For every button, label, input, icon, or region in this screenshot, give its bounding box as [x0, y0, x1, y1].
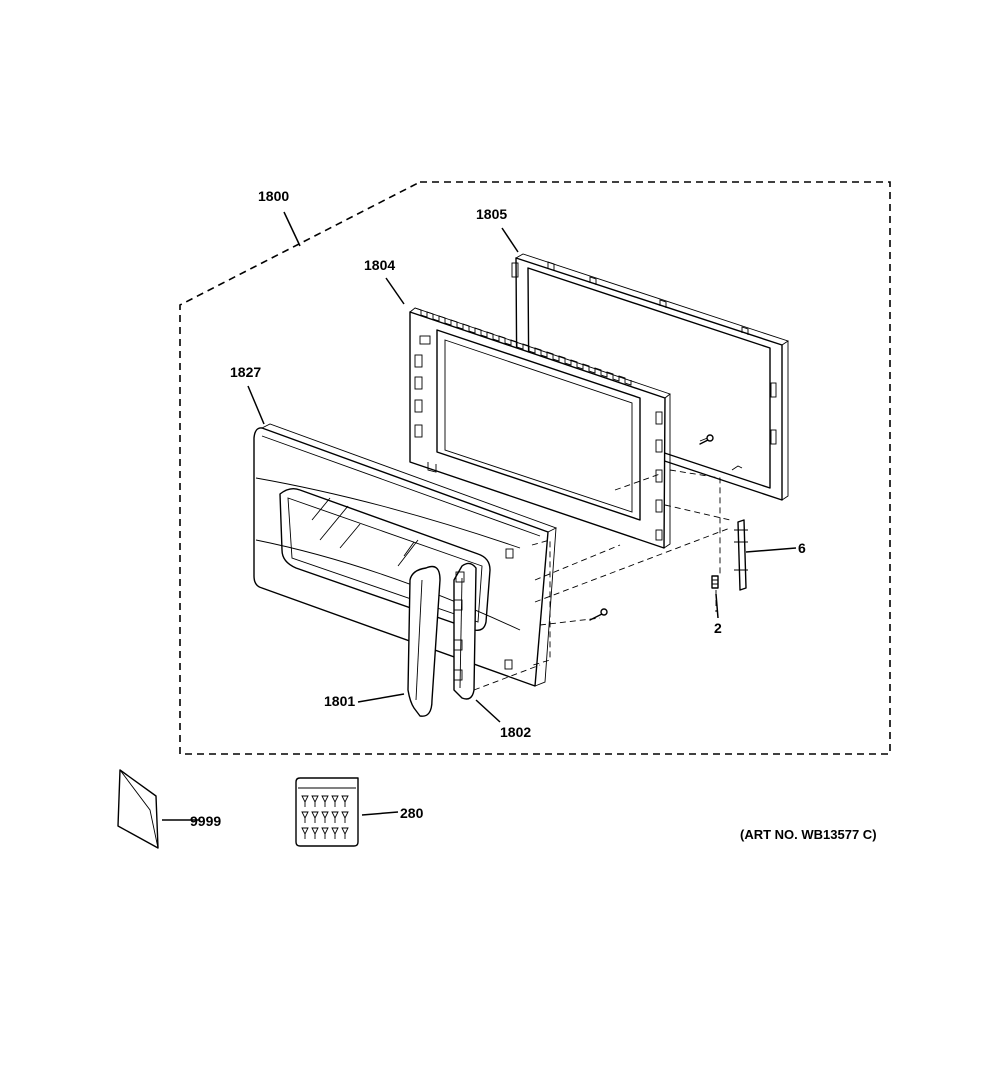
label-1827: 1827: [230, 364, 261, 380]
assembly-guide-lines: [473, 469, 731, 691]
label-1804: 1804: [364, 257, 395, 273]
screw-bag-icon: [295, 777, 359, 847]
latch-spring: [711, 575, 719, 589]
screw: [699, 434, 714, 445]
door-choke-frame: [409, 307, 671, 549]
label-1800: 1800: [258, 188, 289, 204]
art-number: (ART NO. WB13577 C): [740, 827, 877, 842]
label-6: 6: [798, 540, 806, 556]
leader-lines: [162, 211, 797, 821]
label-9999: 9999: [190, 813, 221, 829]
label-1801: 1801: [324, 693, 355, 709]
label-280: 280: [400, 805, 424, 821]
literature-envelope-icon: [117, 769, 159, 849]
door-handle: [407, 565, 441, 717]
label-1802: 1802: [500, 724, 531, 740]
screw: [589, 608, 608, 621]
label-1805: 1805: [476, 206, 507, 222]
handle-bracket: [453, 562, 477, 700]
door-latch: [734, 519, 748, 591]
label-2: 2: [714, 620, 722, 636]
assembly-boundary: [179, 181, 891, 755]
